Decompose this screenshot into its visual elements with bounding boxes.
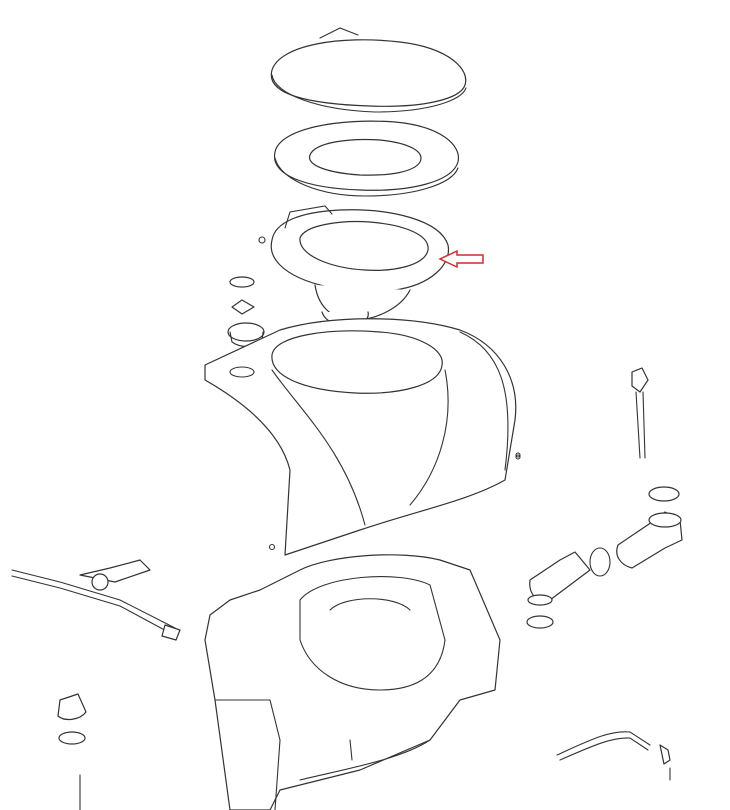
waste-tank xyxy=(204,554,501,810)
toilet-lid xyxy=(270,27,467,113)
toilet-bowl xyxy=(258,205,450,327)
toilet-housing xyxy=(204,318,517,556)
screws xyxy=(268,454,521,551)
drain-cap xyxy=(57,693,87,810)
outlet-elbows xyxy=(526,486,683,629)
vent-hose xyxy=(556,731,671,781)
seal-parts xyxy=(227,276,265,348)
highlight-arrow xyxy=(438,249,484,269)
level-indicator-rod xyxy=(515,367,649,459)
toilet-seat xyxy=(274,120,460,197)
level-sensor-cable xyxy=(11,559,181,641)
